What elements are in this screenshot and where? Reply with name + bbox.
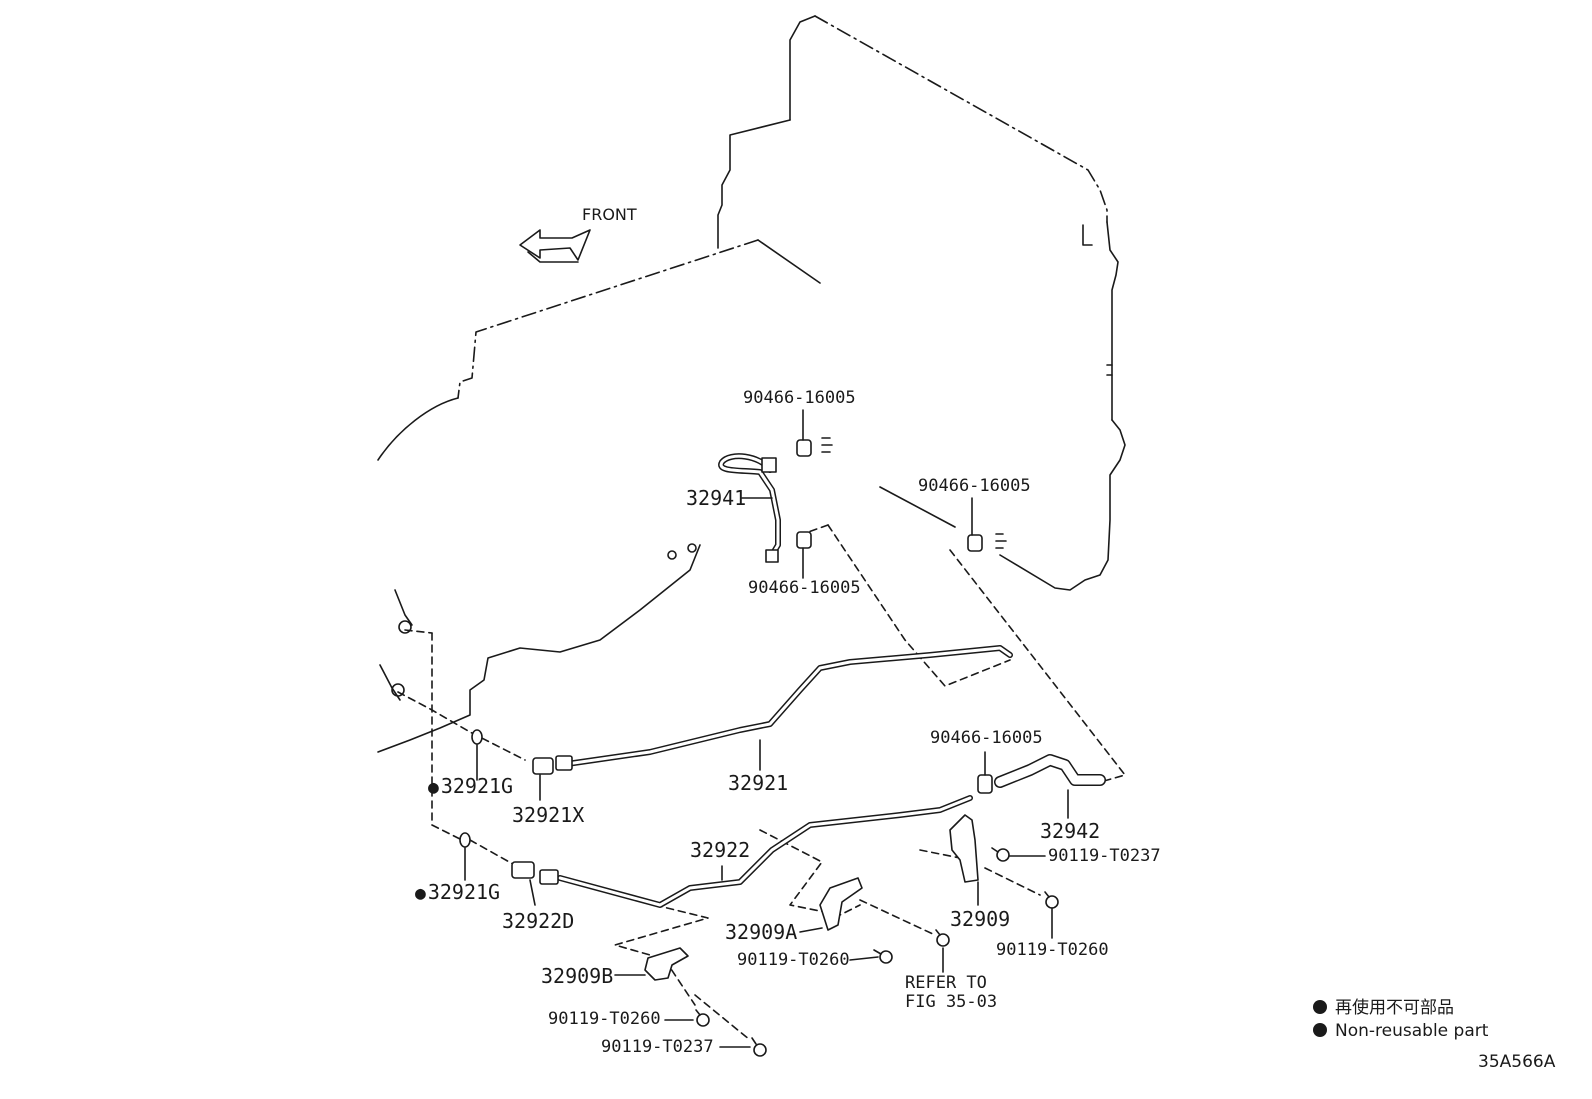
refer-note-line2: FIG 35-03 — [905, 992, 998, 1012]
part-label-clip-d: 90466-16005 — [930, 728, 1043, 748]
part-label-clip-b: 90466-16005 — [748, 578, 861, 598]
front-label: FRONT — [582, 205, 637, 224]
part-label-32922: 32922 — [690, 838, 751, 862]
figure-code: 35A566A — [1478, 1052, 1556, 1072]
non-reusable-bullet-icon: ● — [428, 777, 439, 798]
tube-32921 — [532, 645, 1013, 775]
engine-outline — [717, 15, 1126, 591]
part-label-32921g-upper: ●32921G — [428, 776, 513, 797]
part-label-bolt-t0237-bottom: 90119-T0237 — [601, 1037, 714, 1057]
reference-lines — [397, 524, 1126, 1041]
legend-japanese: 再使用不可部品 — [1313, 1000, 1454, 1017]
part-label-32921g-lower: ●32921G — [415, 882, 500, 903]
legend-english: Non-reusable part — [1313, 1023, 1488, 1040]
part-label-32909a: 32909A — [725, 920, 798, 944]
part-label-bolt-t0260-mid: 90119-T0260 — [737, 950, 850, 970]
refer-note-line1: REFER TO — [905, 973, 987, 993]
part-label-32941: 32941 — [686, 486, 747, 510]
part-code: 32921G — [440, 774, 514, 798]
part-label-32909b: 32909B — [541, 964, 614, 988]
part-label-clip-c: 90466-16005 — [918, 476, 1031, 496]
legend-english-text: Non-reusable part — [1335, 1021, 1489, 1041]
part-code: 32921G — [427, 880, 501, 904]
transmission-outline — [377, 239, 956, 753]
non-reusable-bullet-icon — [1313, 1000, 1327, 1014]
part-label-bolt-t0237-right: 90119-T0237 — [1048, 846, 1161, 866]
bolt-icons — [695, 847, 1059, 1057]
part-label-32922d: 32922D — [502, 909, 575, 933]
tube-32922 — [511, 795, 973, 908]
part-label-bolt-t0260-right: 90119-T0260 — [996, 940, 1109, 960]
part-label-32921: 32921 — [728, 771, 789, 795]
clip-icons — [796, 437, 1007, 794]
part-label-32921x: 32921X — [512, 803, 585, 827]
label-leaders — [464, 409, 1069, 1048]
part-label-32942: 32942 — [1040, 819, 1101, 843]
bracket-icons — [644, 814, 979, 981]
part-label-clip-a: 90466-16005 — [743, 388, 856, 408]
non-reusable-bullet-icon — [1313, 1023, 1327, 1037]
hose-32942 — [994, 754, 1106, 788]
part-label-bolt-t0260-bottom: 90119-T0260 — [548, 1009, 661, 1029]
part-label-32909: 32909 — [950, 907, 1011, 931]
legend-japanese-text: 再使用不可部品 — [1335, 998, 1454, 1018]
non-reusable-bullet-icon: ● — [415, 883, 426, 904]
front-arrow-icon — [519, 229, 591, 263]
hose-32941 — [718, 453, 781, 563]
gasket-icons — [459, 729, 483, 848]
